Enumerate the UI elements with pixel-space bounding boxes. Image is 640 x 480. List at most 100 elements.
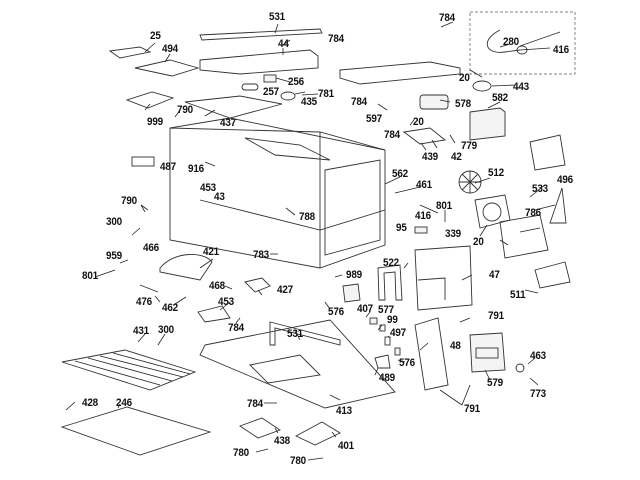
part-lamp-256 xyxy=(263,74,277,83)
part-463 xyxy=(515,363,525,373)
callout-784: 784 xyxy=(228,322,244,334)
callout-784: 784 xyxy=(247,398,263,410)
callout-421: 421 xyxy=(203,246,219,258)
callout-428: 428 xyxy=(82,397,98,409)
callout-779: 779 xyxy=(461,140,477,152)
part-tray-246 xyxy=(60,406,212,456)
part-339 xyxy=(474,194,511,229)
callout-44: 44 xyxy=(278,38,289,50)
part-489 xyxy=(374,354,391,369)
callout-773: 773 xyxy=(530,388,546,400)
callout-437: 437 xyxy=(220,117,236,129)
callout-989: 989 xyxy=(346,269,362,281)
callout-582: 582 xyxy=(492,92,508,104)
part-switches xyxy=(369,317,401,356)
part-407 xyxy=(342,283,361,303)
callout-257: 257 xyxy=(263,86,279,98)
callout-562: 562 xyxy=(392,168,408,180)
callout-781: 781 xyxy=(318,88,334,100)
part-427 xyxy=(244,277,271,293)
callout-494: 494 xyxy=(162,43,178,55)
callout-576: 576 xyxy=(328,306,344,318)
part-95 xyxy=(414,226,428,234)
callout-20: 20 xyxy=(413,116,424,128)
part-48 xyxy=(414,317,449,391)
callout-25: 25 xyxy=(150,30,161,42)
part-476 xyxy=(139,284,159,293)
part-435 xyxy=(280,91,296,101)
callout-801: 801 xyxy=(436,200,452,212)
part-453 xyxy=(197,305,231,323)
callout-788: 788 xyxy=(299,211,315,223)
callout-48: 48 xyxy=(450,340,461,352)
callout-790: 790 xyxy=(121,195,137,207)
part-401 xyxy=(295,421,341,446)
callout-497: 497 xyxy=(390,327,406,339)
callout-407: 407 xyxy=(357,303,373,315)
part-panel-44 xyxy=(199,49,319,75)
part-bottom-trim xyxy=(269,321,341,346)
part-786 xyxy=(499,214,549,259)
callout-463: 463 xyxy=(530,350,546,362)
callout-522: 522 xyxy=(383,257,399,269)
callout-531-top: 531 xyxy=(269,11,285,23)
callout-784: 784 xyxy=(384,129,400,141)
callout-453: 453 xyxy=(218,296,234,308)
callout-95: 95 xyxy=(396,222,407,234)
callout-512: 512 xyxy=(488,167,504,179)
part-496 xyxy=(529,134,566,171)
part-533 xyxy=(549,187,567,224)
callout-780: 780 xyxy=(290,455,306,467)
callout-576: 576 xyxy=(399,357,415,369)
part-control-panel xyxy=(339,61,461,85)
leader-lines xyxy=(65,21,556,461)
callout-784: 784 xyxy=(351,96,367,108)
callout-99: 99 xyxy=(387,314,398,326)
callout-784: 784 xyxy=(328,33,344,45)
callout-246: 246 xyxy=(116,397,132,409)
part-base-413 xyxy=(199,319,396,409)
callout-462: 462 xyxy=(162,302,178,314)
callout-790: 790 xyxy=(177,104,193,116)
callout-468: 468 xyxy=(209,280,225,292)
part-421 xyxy=(159,254,213,281)
callout-476: 476 xyxy=(136,296,152,308)
callout-597: 597 xyxy=(366,113,382,125)
callout-801: 801 xyxy=(82,270,98,282)
callout-496: 496 xyxy=(557,174,573,186)
callout-784: 784 xyxy=(439,12,455,24)
callout-916: 916 xyxy=(188,163,204,175)
callout-416: 416 xyxy=(553,44,569,56)
callout-466: 466 xyxy=(143,242,159,254)
part-522 xyxy=(377,264,403,301)
callout-489: 489 xyxy=(379,372,395,384)
callout-783: 783 xyxy=(253,249,269,261)
callout-42: 42 xyxy=(451,151,462,163)
callout-439: 439 xyxy=(422,151,438,163)
callout-511: 511 xyxy=(510,289,526,301)
callout-578: 578 xyxy=(455,98,471,110)
callout-487: 487 xyxy=(160,161,176,173)
part-bracket-25 xyxy=(108,46,152,59)
part-438 xyxy=(239,417,281,439)
callout-43: 43 xyxy=(214,191,225,203)
callout-453: 453 xyxy=(200,182,216,194)
callout-47: 47 xyxy=(489,269,500,281)
callout-20: 20 xyxy=(459,72,470,84)
callout-413: 413 xyxy=(336,405,352,417)
callout-959: 959 xyxy=(106,250,122,262)
part-main-cabinet xyxy=(169,117,386,269)
part-socket-257 xyxy=(241,83,259,91)
part-582 xyxy=(469,107,506,141)
part-top-trim xyxy=(199,28,323,41)
callout-280: 280 xyxy=(503,36,519,48)
callout-339: 339 xyxy=(445,228,461,240)
callout-577: 577 xyxy=(378,304,394,316)
callout-780: 780 xyxy=(233,447,249,459)
callout-416: 416 xyxy=(415,210,431,222)
part-rack-431 xyxy=(61,349,197,391)
callout-300: 300 xyxy=(158,324,174,336)
callout-256: 256 xyxy=(288,76,304,88)
callout-401: 401 xyxy=(338,440,354,452)
